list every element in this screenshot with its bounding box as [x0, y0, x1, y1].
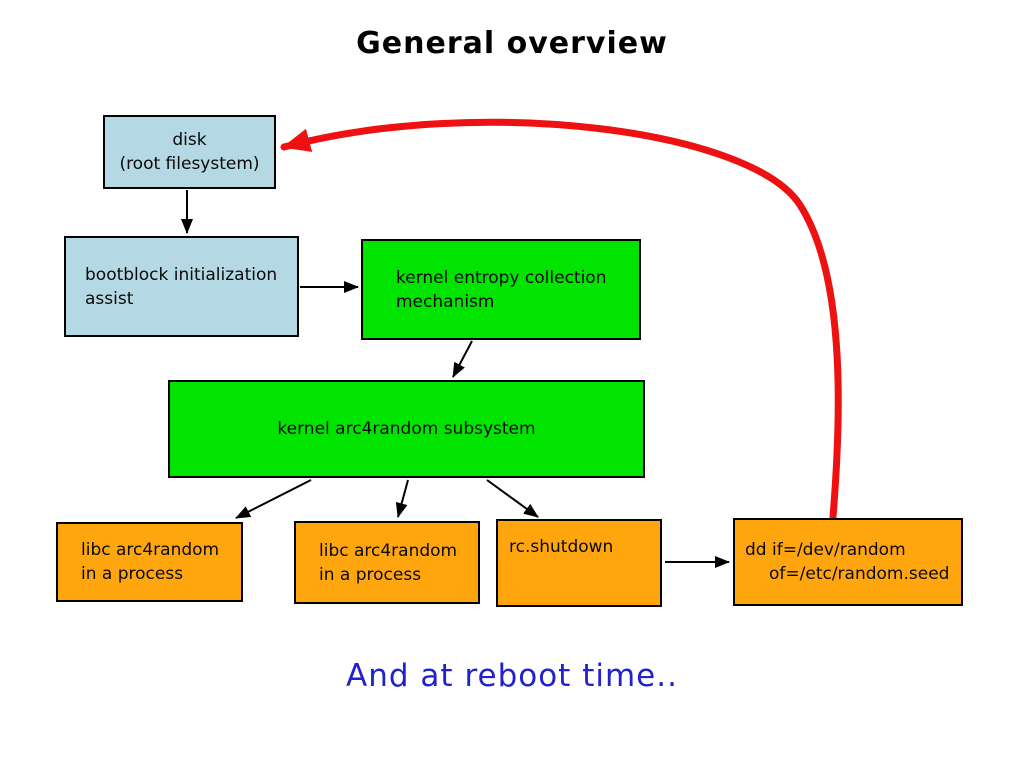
- node-entropy-line2: mechanism: [396, 291, 495, 312]
- node-bootblock-line2: assist: [85, 288, 134, 309]
- node-dd-line1: dd if=/dev/random: [745, 540, 906, 560]
- node-libc-arc4random-2: libc arc4random in a process: [294, 521, 480, 604]
- node-entropy-line1: kernel entropy collection: [396, 267, 607, 288]
- node-libc-arc4random-1: libc arc4random in a process: [56, 522, 243, 602]
- node-libc1-line1: libc arc4random: [81, 540, 220, 560]
- node-disk-line2: (root filesystem): [119, 154, 260, 174]
- node-rc-shutdown: rc.shutdown: [496, 519, 662, 607]
- arrow-arc4random-to-rcshutdown: [486, 479, 539, 518]
- node-libc1-line2: in a process: [81, 564, 184, 584]
- arrow-entropy-to-arc4random: [452, 340, 473, 378]
- node-disk-line1: disk: [172, 130, 207, 150]
- arrow-dd-to-disk-reboot-feedback: [280, 118, 842, 521]
- footer-note: And at reboot time..: [346, 658, 678, 694]
- node-dd-line2: of=/etc/random.seed: [769, 564, 950, 584]
- node-kernel-entropy-collection: kernel entropy collection mechanism: [361, 239, 641, 340]
- page-title: General overview: [356, 26, 668, 61]
- node-libc2-line2: in a process: [319, 564, 422, 585]
- node-kernel-arc4random-subsystem: kernel arc4random subsystem: [168, 380, 645, 478]
- arrow-arc4random-to-libc2: [395, 479, 409, 518]
- node-bootblock-init-assist: bootblock initialization assist: [64, 236, 299, 337]
- node-arc4random-line1: kernel arc4random subsystem: [277, 419, 536, 439]
- node-libc2-line1: libc arc4random: [319, 540, 458, 561]
- node-rcshutdown-line1: rc.shutdown: [509, 537, 614, 557]
- node-bootblock-line1: bootblock initialization: [85, 264, 278, 285]
- node-disk: disk (root filesystem): [103, 115, 276, 189]
- node-dd-random-seed: dd if=/dev/random of=/etc/random.seed: [733, 518, 963, 606]
- arrow-arc4random-to-libc1: [235, 479, 312, 519]
